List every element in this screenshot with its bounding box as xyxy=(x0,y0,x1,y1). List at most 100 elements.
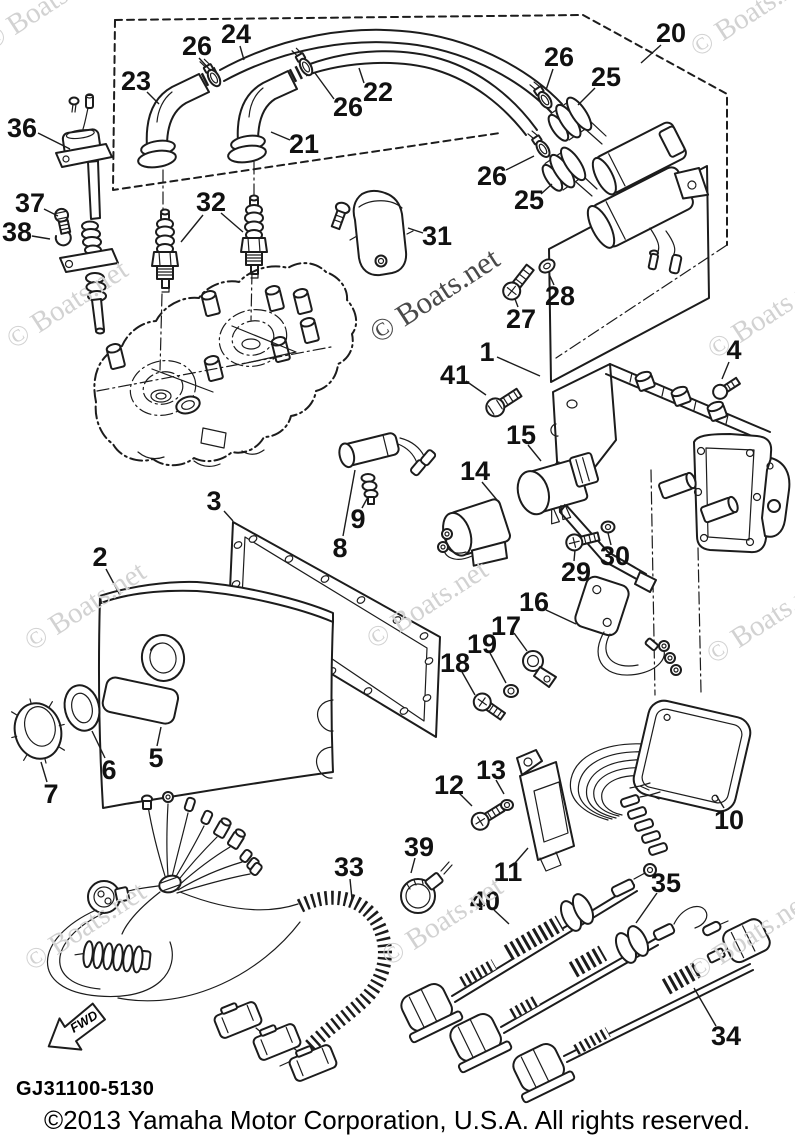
leader-line-39 xyxy=(410,857,416,874)
grommet-25-b xyxy=(541,146,587,192)
callout-14: 14 xyxy=(460,456,490,486)
callout-17: 17 xyxy=(491,611,521,641)
callout-20: 20 xyxy=(656,18,686,48)
callout-28: 28 xyxy=(545,281,575,311)
callout-29: 29 xyxy=(561,557,591,587)
leader-line-22 xyxy=(358,67,365,84)
screw-18 xyxy=(472,692,507,721)
dashed-assembly-box xyxy=(112,14,728,359)
callout-26: 26 xyxy=(333,92,363,122)
leader-line-38 xyxy=(31,235,51,240)
ignition-coil-lower xyxy=(586,166,710,249)
leader-line-10 xyxy=(715,794,725,809)
leader-line-28 xyxy=(548,273,555,286)
engine-crankcase xyxy=(93,262,358,467)
hose-clamp-39 xyxy=(400,861,453,914)
cover-plate-5 xyxy=(101,676,180,725)
leader-line-34 xyxy=(693,987,717,1027)
part-code: GJ31100-5130 xyxy=(16,1078,154,1100)
leader-line-24 xyxy=(239,45,245,61)
leader-line-40 xyxy=(493,909,510,925)
callout-36: 36 xyxy=(7,113,37,143)
leader-line-13 xyxy=(495,779,505,795)
leader-line-5 xyxy=(156,726,162,747)
callout-27: 27 xyxy=(506,304,536,334)
callout-15: 15 xyxy=(506,420,536,450)
leader-line-2 xyxy=(105,568,121,596)
callout-26: 26 xyxy=(182,31,212,61)
leader-line-14 xyxy=(481,481,498,501)
fwd-arrow: FWD xyxy=(47,1002,106,1051)
callout-39: 39 xyxy=(404,832,434,862)
wire-clamp-26-c xyxy=(529,81,553,109)
watermark-4: © Boats.net xyxy=(702,263,795,365)
bracket-11 xyxy=(516,749,575,872)
callout-1: 1 xyxy=(479,337,494,367)
diagram-artwork: FWD xyxy=(10,14,791,1104)
callout-37: 37 xyxy=(15,188,45,218)
callout-30: 30 xyxy=(600,541,630,571)
watermark-9: © Boats.net xyxy=(376,870,509,972)
leader-line-15 xyxy=(527,444,542,462)
leader-line-17 xyxy=(513,632,528,652)
leader-line-16 xyxy=(545,609,577,625)
callout-31: 31 xyxy=(422,221,452,251)
leader-line-33 xyxy=(349,878,353,900)
callout-2: 2 xyxy=(92,542,107,572)
callout-10: 10 xyxy=(714,805,744,835)
bolt-4 xyxy=(712,376,741,400)
clamp-17 xyxy=(522,650,557,688)
leader-line-9 xyxy=(361,496,369,509)
callout-5: 5 xyxy=(148,743,163,773)
callout-19: 19 xyxy=(467,629,497,659)
watermark-0: © Boats.net xyxy=(0,0,110,57)
leader-line-37 xyxy=(43,208,59,217)
leader-line-36 xyxy=(37,132,71,150)
callout-24: 24 xyxy=(221,19,251,49)
callout-7: 7 xyxy=(43,779,58,809)
callout-8: 8 xyxy=(332,533,347,563)
callout-41: 41 xyxy=(440,360,470,390)
cdi-unit-10 xyxy=(569,699,752,856)
washer-19 xyxy=(503,684,519,698)
leader-line-31 xyxy=(407,227,424,234)
mount-bracket-1 xyxy=(550,363,791,593)
leader-line-30 xyxy=(607,532,612,546)
ignition-coil-upper xyxy=(591,121,687,196)
leader-line-41 xyxy=(465,380,487,396)
grommet-25-a xyxy=(547,96,593,142)
washer-13 xyxy=(500,799,514,811)
washer-28 xyxy=(538,258,556,274)
cap-7 xyxy=(10,698,66,764)
bolt-41 xyxy=(485,387,523,418)
leader-line-29 xyxy=(573,549,576,562)
leader-line-12 xyxy=(457,791,473,807)
callout-25: 25 xyxy=(591,62,621,92)
leader-line-23 xyxy=(146,91,160,105)
leader-line-27 xyxy=(514,298,519,308)
leader-line-1 xyxy=(496,356,541,377)
leader-line-20 xyxy=(640,44,662,64)
leader-line-8 xyxy=(342,469,356,537)
cable-35 xyxy=(449,905,729,1074)
callout-13: 13 xyxy=(476,755,506,785)
bracket-16 xyxy=(574,575,682,676)
leader-line-25 xyxy=(540,183,553,195)
callout-16: 16 xyxy=(519,587,549,617)
washer-30 xyxy=(600,520,616,534)
callout-11: 11 xyxy=(494,857,523,887)
leader-line-19 xyxy=(489,652,507,684)
callout-23: 23 xyxy=(121,66,151,96)
callout-12: 12 xyxy=(434,770,464,800)
watermark-7: © Boats.net xyxy=(701,568,795,670)
callout-33: 33 xyxy=(334,852,364,882)
callout-22: 22 xyxy=(363,77,393,107)
leader-line-26 xyxy=(198,57,212,72)
callout-9: 9 xyxy=(350,504,365,534)
leader-line-25 xyxy=(577,87,596,106)
callout-26: 26 xyxy=(544,42,574,72)
screw-27 xyxy=(502,263,535,301)
leader-line-7 xyxy=(40,761,48,783)
thermo-switch-8-9 xyxy=(338,432,437,505)
